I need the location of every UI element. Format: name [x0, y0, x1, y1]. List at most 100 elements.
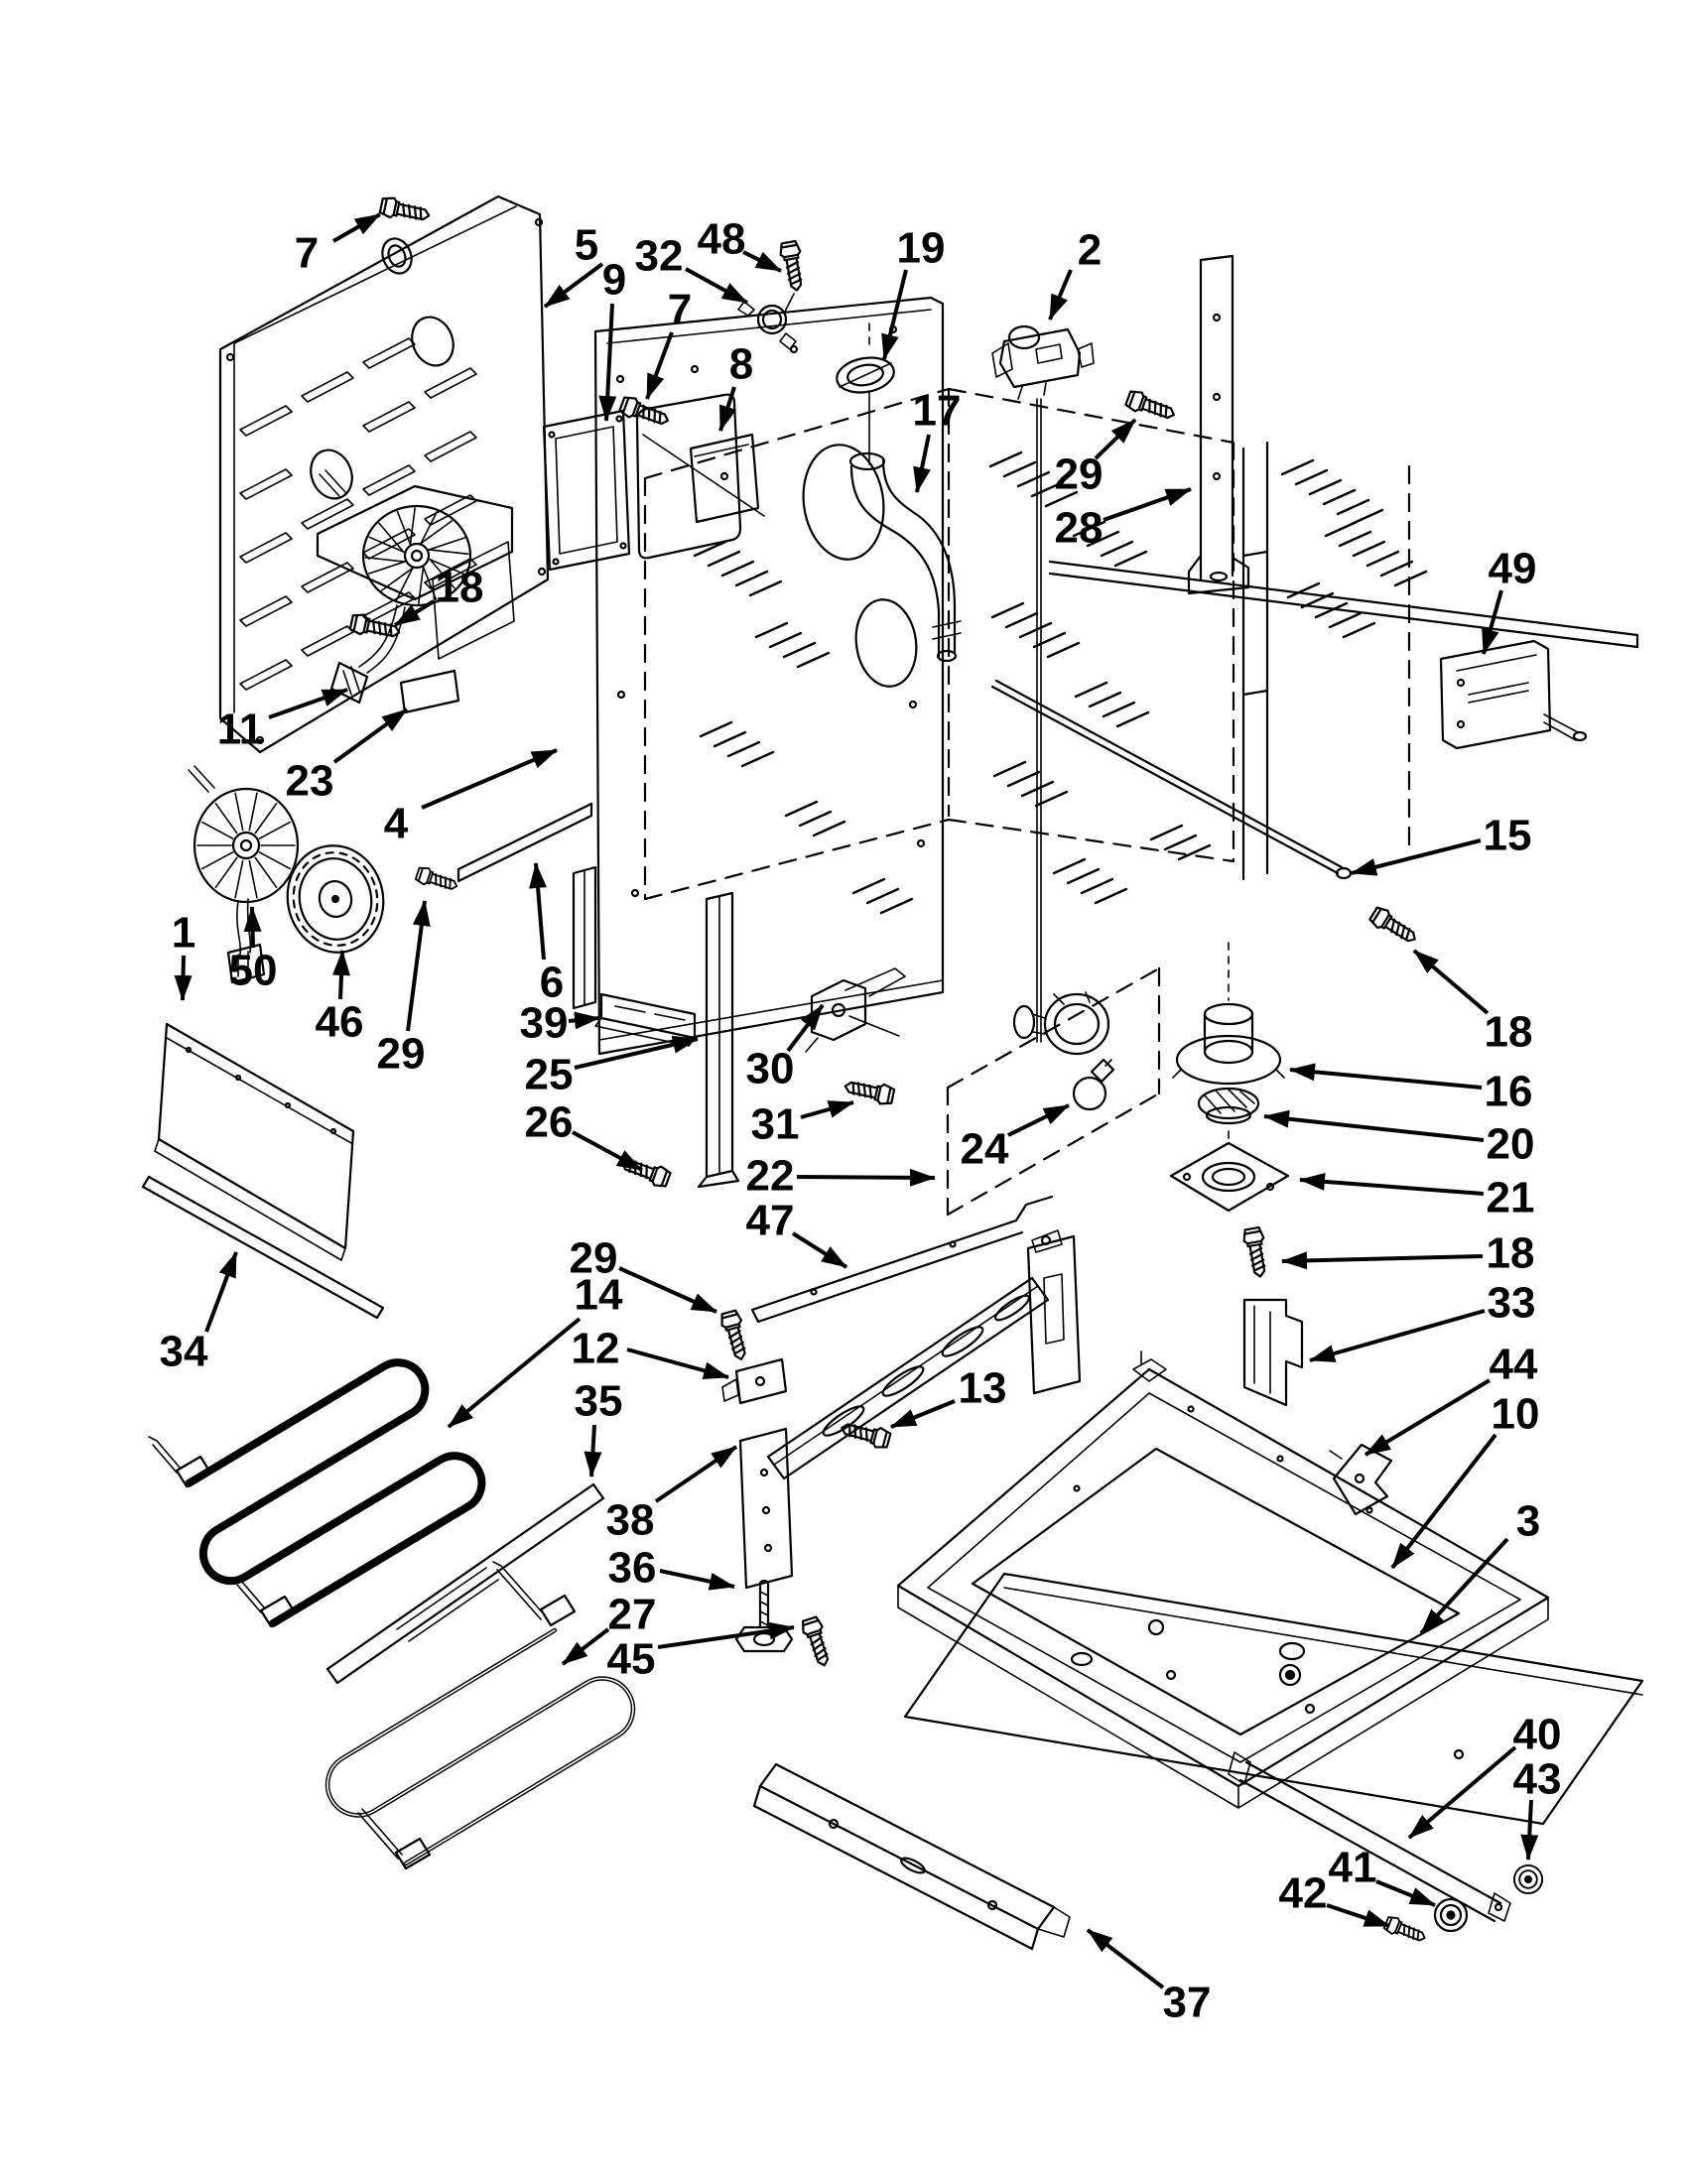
- callout-arrow: [791, 1231, 848, 1269]
- callout-number: 17: [913, 387, 962, 436]
- callout-arrow: [881, 269, 908, 360]
- callout-3: 3: [1419, 1497, 1540, 1635]
- callout-31: 31: [751, 1100, 854, 1149]
- callout-number: 47: [746, 1197, 795, 1245]
- callout-number: 11: [217, 706, 264, 754]
- callout-7: 7: [645, 286, 692, 400]
- callout-arrow: [618, 1266, 717, 1314]
- vent-tube: [848, 451, 962, 663]
- oven-light-bulb: [1072, 1058, 1115, 1111]
- callout-arrow: [654, 1445, 738, 1503]
- bake-element: [148, 1358, 486, 1628]
- drawer-roller: [1433, 1897, 1469, 1933]
- callout-arrow: [406, 900, 431, 1032]
- callout-9: 9: [598, 256, 626, 422]
- convection-fan-assembly: [316, 469, 514, 714]
- callout-number: 15: [1484, 812, 1532, 860]
- callout-number: 12: [572, 1325, 620, 1373]
- callout-number: 30: [746, 1045, 795, 1093]
- callout-5: 5: [543, 221, 604, 309]
- callout-number: 24: [961, 1125, 1009, 1174]
- callout-arrow: [685, 267, 748, 305]
- callout-number: 1: [172, 909, 195, 958]
- callout-7: 7: [295, 212, 381, 278]
- callout-29: 29: [1055, 418, 1137, 499]
- front-channel: [697, 891, 740, 1189]
- callout-number: 21: [1487, 1174, 1535, 1222]
- drawer-front-panel: [154, 1022, 355, 1261]
- callout-29: 29: [570, 1234, 717, 1314]
- broil-element: [325, 1561, 636, 1870]
- callout-number: 35: [575, 1377, 623, 1426]
- callout-number: 7: [668, 286, 692, 334]
- callout-arrow: [331, 950, 350, 1000]
- callout-arrow: [598, 303, 617, 422]
- callout-4: 4: [384, 748, 558, 848]
- callout-number: 10: [1492, 1390, 1540, 1439]
- callout-27: 27: [561, 1591, 656, 1666]
- drawer-roller: [1512, 1863, 1544, 1895]
- callout-arrow: [561, 1627, 610, 1666]
- callout-39: 39: [520, 999, 600, 1048]
- screw: [1381, 1913, 1429, 1947]
- callout-number: 6: [540, 959, 564, 1007]
- screw: [1366, 904, 1422, 950]
- callout-arrow: [332, 212, 381, 243]
- access-panel: [542, 409, 631, 572]
- callout-arrow: [786, 1003, 825, 1053]
- callout-49: 49: [1482, 545, 1536, 655]
- callout-arrow: [1007, 1103, 1070, 1137]
- callout-15: 15: [1351, 812, 1532, 876]
- screw: [617, 393, 673, 432]
- callout-35: 35: [575, 1377, 623, 1477]
- callout-number: 14: [575, 1271, 623, 1320]
- callout-arrow: [393, 599, 436, 627]
- callout-number: 40: [1513, 1711, 1562, 1759]
- callout-arrow: [626, 1348, 729, 1380]
- callout-2: 2: [1048, 226, 1102, 321]
- callout-arrow: [1103, 487, 1192, 522]
- hidden-compartment-box: [946, 966, 1161, 1217]
- callout-37: 37: [1086, 1928, 1211, 2027]
- callout-number: 23: [286, 757, 334, 806]
- callout-36: 36: [608, 1544, 735, 1593]
- callout-arrow: [568, 1011, 600, 1030]
- callout-arrow: [1326, 1903, 1390, 1928]
- trim-strip: [141, 1175, 385, 1320]
- vent-hole: [387, 244, 407, 268]
- callout-arrow: [572, 1130, 643, 1172]
- gas-valve: [991, 324, 1095, 1043]
- leveling-leg: [734, 1579, 794, 1653]
- callout-arrow: [718, 386, 737, 432]
- screw: [1123, 387, 1179, 426]
- burner-cap: [1197, 1087, 1260, 1120]
- callout-arrow: [584, 1424, 602, 1477]
- callout-arrow: [657, 1621, 795, 1649]
- callout-18: 18: [1281, 1229, 1534, 1278]
- callout-number: 50: [229, 947, 278, 995]
- callout-18: 18: [1412, 949, 1532, 1057]
- callout-33: 33: [1309, 1279, 1535, 1362]
- callout-arrow: [1407, 1745, 1517, 1840]
- wire-plug: [329, 661, 369, 705]
- callout-19: 19: [881, 224, 945, 360]
- callout-arrow: [1351, 838, 1482, 876]
- rating-label: [432, 541, 515, 660]
- screw: [777, 239, 809, 294]
- support-bracket: [721, 1357, 788, 1405]
- gas-line: [1036, 398, 1042, 1043]
- callout-arrow: [1048, 269, 1073, 321]
- callout-arrow: [529, 862, 548, 961]
- callout-22: 22: [746, 1152, 936, 1201]
- callout-number: 46: [316, 998, 364, 1047]
- callout-number: 42: [1279, 1869, 1328, 1918]
- callout-arrow: [1289, 1063, 1483, 1090]
- rack-glide-rail: [325, 1482, 605, 1685]
- callout-30: 30: [746, 1003, 825, 1093]
- callout-34: 34: [160, 1251, 238, 1376]
- callout-number: 22: [746, 1152, 795, 1201]
- callout-arrow: [800, 1100, 854, 1119]
